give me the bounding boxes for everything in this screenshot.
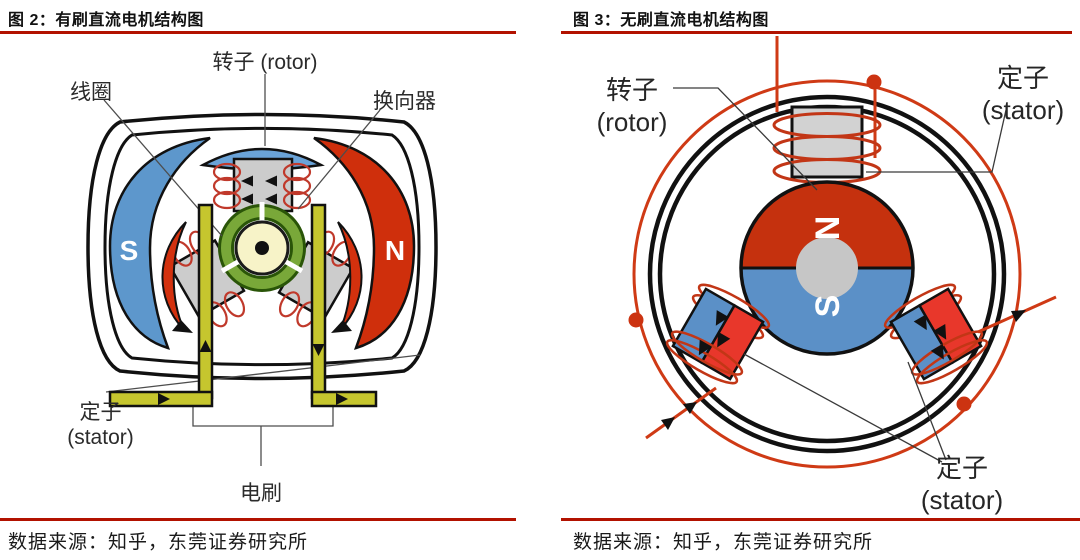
coil-loop xyxy=(282,190,312,210)
stator-pole-top xyxy=(790,105,864,179)
commutator xyxy=(218,202,306,292)
magnet-n-letter: N xyxy=(385,235,405,266)
wire-ring xyxy=(632,79,1022,469)
wire-junction-top xyxy=(866,74,882,90)
label-brush: 电刷 xyxy=(240,482,282,505)
coil-loop xyxy=(212,190,242,210)
label-stator-top-cn: 定子 xyxy=(996,63,1049,93)
brush-left xyxy=(108,203,214,408)
figure3-title: 图 3：无刷直流电机结构图 xyxy=(573,12,769,29)
label-coil: 线圈 xyxy=(70,81,112,104)
label-stator: 定子 (stator) xyxy=(38,396,163,450)
rotor-magnet: N S xyxy=(739,180,915,356)
label-stator-bottom-en: (stator) xyxy=(920,485,1004,515)
stator-magnet-north xyxy=(313,136,416,350)
label-rotor-cn: 转子 xyxy=(605,75,658,105)
rotor-n-letter: N xyxy=(809,216,847,241)
current-arrow xyxy=(683,402,697,414)
coil-loop xyxy=(212,162,242,182)
panel-brushed-motor: 图 2：有刷直流电机结构图 数据来源：知乎，东莞证券研究所 S N xyxy=(0,12,516,553)
label-rotor-right: 转子 (rotor) xyxy=(572,70,692,138)
figure2-source: 数据来源：知乎，东莞证券研究所 xyxy=(8,532,309,553)
coil-loop xyxy=(282,162,312,182)
figure3-bottom-rule xyxy=(561,518,1080,521)
label-stator-top-en: (stator) xyxy=(981,95,1065,125)
pole-shoe-tip-left xyxy=(172,320,193,333)
magnet-s-letter: S xyxy=(120,235,139,266)
brushed-motor-diagram: S N xyxy=(86,74,438,466)
label-stator-bottom-cn: 定子 xyxy=(935,453,988,483)
pole-shoe-tip-right xyxy=(331,320,352,333)
wire-junction-bottom-right xyxy=(956,396,972,412)
current-arrow xyxy=(1011,310,1026,322)
brushless-motor-diagram: N S xyxy=(628,36,1057,469)
label-commutator: 换向器 xyxy=(373,90,436,113)
stator-magnet-south xyxy=(108,136,211,350)
current-arrows-top-pole xyxy=(241,175,277,205)
rotor-s-letter: S xyxy=(809,295,847,318)
rotor-shaft xyxy=(796,237,858,299)
label-rotor-en: (rotor) xyxy=(596,107,668,137)
wire-junction-left xyxy=(628,312,644,328)
coil-loop xyxy=(212,176,242,196)
label-stator-bottom: 定子 (stator) xyxy=(902,448,1022,516)
label-rotor: 转子 (rotor) xyxy=(212,51,318,74)
label-stator-en: (stator) xyxy=(67,426,134,449)
panel-brushless-motor: 图 3：无刷直流电机结构图 数据来源：知乎，东莞证券研究所 xyxy=(540,0,1080,560)
label-stator-top: 定子 (stator) xyxy=(963,58,1080,126)
stator-pole-lower-right xyxy=(883,283,989,385)
wire-exit-bottom-left xyxy=(645,386,717,440)
current-arrow xyxy=(661,417,675,430)
figure3-top-rule xyxy=(561,31,1072,34)
stator-pole-lower-left xyxy=(665,283,771,385)
shaft-dot xyxy=(255,241,269,255)
label-pointer-lines xyxy=(673,87,1007,463)
brush-right xyxy=(310,203,378,408)
figure2-bottom-rule xyxy=(0,518,516,521)
figure3-source: 数据来源：知乎，东莞证券研究所 xyxy=(573,532,874,553)
label-stator-cn: 定子 xyxy=(79,401,122,424)
coil-loop xyxy=(282,176,312,196)
figure2-title: 图 2：有刷直流电机结构图 xyxy=(8,12,204,29)
figure2-top-rule xyxy=(0,31,516,34)
